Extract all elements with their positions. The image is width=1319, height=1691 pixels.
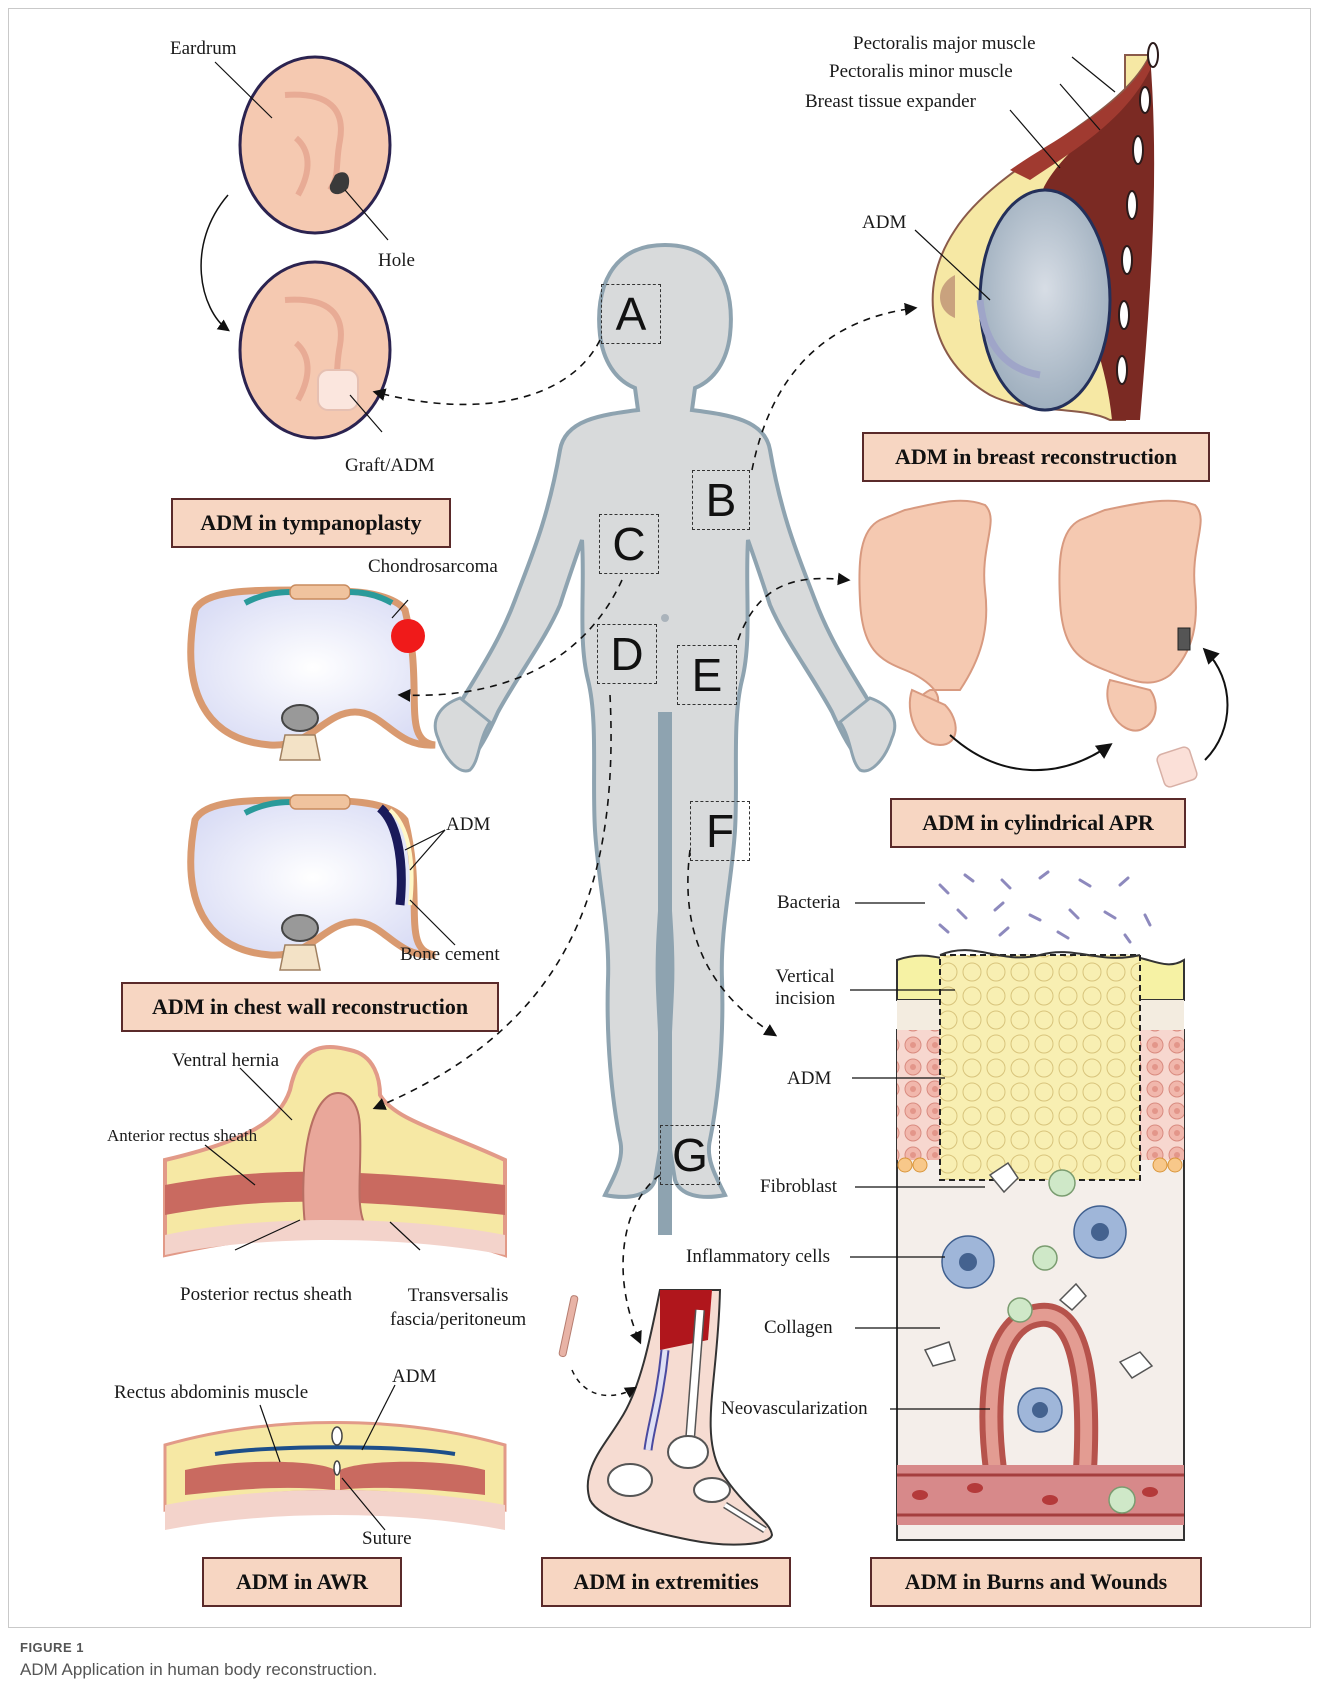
title-awr: ADM in AWR [202, 1557, 402, 1607]
apr-arrow [950, 735, 1110, 770]
region-G: G [660, 1125, 720, 1185]
apr-graft-arrow [1205, 650, 1228, 760]
figure-caption: ADM Application in human body reconstruc… [20, 1660, 377, 1680]
eardrum-after [240, 262, 390, 438]
label-eardrum: Eardrum [170, 38, 236, 60]
chest-after [191, 795, 435, 970]
label-transversalis: Transversalis fascia/peritoneum [390, 1284, 526, 1332]
navel [661, 614, 669, 622]
label-rectus-abdominis: Rectus abdominis muscle [114, 1382, 308, 1404]
foot-graft [559, 1295, 579, 1357]
label-graft-adm: Graft/ADM [345, 455, 435, 477]
apr-graft [1156, 746, 1199, 789]
title-breast-reconstruction: ADM in breast reconstruction [862, 432, 1210, 482]
label-chest-adm: ADM [446, 814, 490, 836]
eardrum-before [240, 57, 390, 233]
label-bone-cement: Bone cement [400, 944, 500, 966]
region-B: B [692, 470, 750, 530]
title-tympanoplasty: ADM in tympanoplasty [171, 498, 451, 548]
title-burns-wounds: ADM in Burns and Wounds [870, 1557, 1202, 1607]
label-inflammatory: Inflammatory cells [686, 1246, 830, 1268]
foot-graft-arrow [572, 1370, 635, 1395]
label-fibroblast: Fibroblast [760, 1176, 837, 1198]
title-chest-wall: ADM in chest wall reconstruction [121, 982, 499, 1032]
label-bacteria: Bacteria [777, 892, 840, 914]
title-extremities: ADM in extremities [541, 1557, 791, 1607]
label-pectoralis-minor: Pectoralis minor muscle [829, 61, 1013, 83]
label-awr-adm: ADM [392, 1366, 436, 1388]
label-hole: Hole [378, 250, 415, 272]
title-cylindrical-apr: ADM in cylindrical APR [890, 798, 1186, 848]
label-vertical-incision: Vertical incision [775, 966, 835, 1010]
label-anterior-sheath: Anterior rectus sheath [107, 1125, 257, 1147]
awr-illustration [165, 1423, 505, 1531]
region-D: D [597, 624, 657, 684]
region-A: A [601, 284, 661, 344]
label-breast-adm: ADM [862, 212, 906, 234]
region-E: E [677, 645, 737, 705]
region-F: F [690, 801, 750, 861]
label-pectoralis-major: Pectoralis major muscle [853, 33, 1036, 55]
label-suture: Suture [362, 1528, 412, 1550]
label-chondrosarcoma: Chondrosarcoma [368, 556, 498, 578]
label-ventral-hernia: Ventral hernia [172, 1050, 279, 1072]
colon-after [1059, 501, 1200, 731]
figure-label: FIGURE 1 [20, 1640, 84, 1655]
tympano-arrow [201, 195, 228, 330]
label-collagen: Collagen [764, 1317, 833, 1339]
hernia-illustration [165, 1047, 505, 1255]
label-breast-expander: Breast tissue expander [805, 91, 976, 113]
label-posterior-sheath: Posterior rectus sheath [180, 1284, 352, 1306]
wound-illustration [897, 872, 1184, 1540]
label-wound-adm: ADM [787, 1068, 831, 1090]
region-C: C [599, 514, 659, 574]
label-neovascularization: Neovascularization [721, 1398, 868, 1420]
